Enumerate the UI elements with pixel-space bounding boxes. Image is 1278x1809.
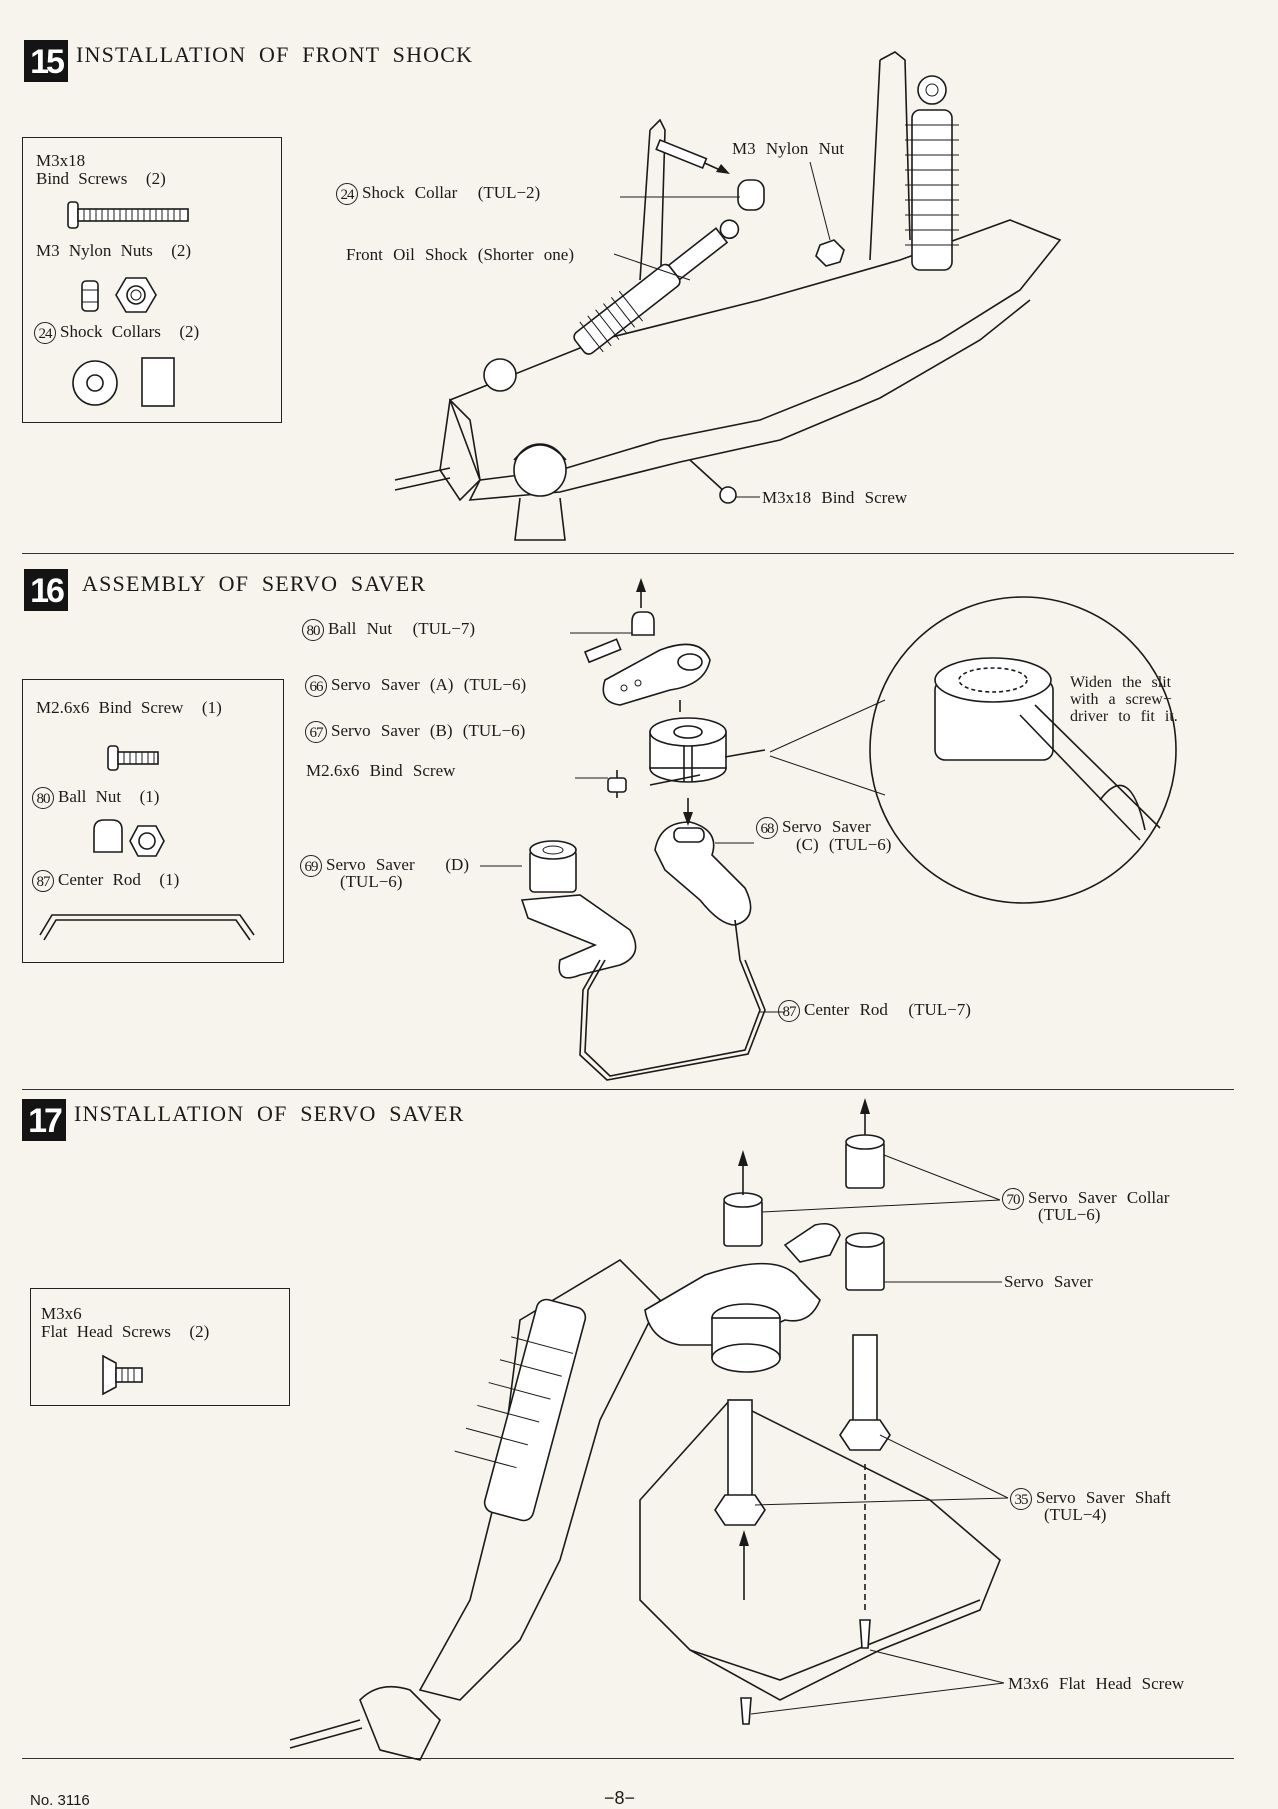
step-15-parts-box [22,137,282,423]
callout-m2-6x6-bind-screw: M2.6x6 Bind Screw [306,761,456,780]
servo-saver-assembly-drawing [480,578,1177,1081]
step-16-screw-label: M2.6x6 Bind Screw (1) [36,698,222,717]
note-widen-slit-1: Widen the slit [1070,674,1172,691]
shock-collar-icon [72,357,175,407]
servo-saver-install-drawing [289,1098,1009,1761]
callout-servo-saver-c-code: (C) (TUL−6) [796,835,892,854]
step-15-screw-desc: Bind Screws (2) [36,169,166,188]
center-rod-icon [39,914,255,941]
step-15-screw-name: M3x18 [36,151,86,170]
step-15-nut-label: M3 Nylon Nuts (2) [36,241,192,260]
step-17-screw-desc: Flat Head Screws (2) [41,1322,210,1341]
callout-m3x6-flat-head-screw: M3x6 Flat Head Screw [1008,1674,1185,1693]
divider-16-17 [22,1089,1234,1090]
m3x6-flat-head-screw-icon [102,1354,143,1396]
nylon-nut-icon [81,277,157,313]
callout-servo-saver-d-code: (TUL−6) [340,872,403,891]
step-15-title: INSTALLATION OF FRONT SHOCK [76,42,474,67]
callout-servo-saver-collar-code: (TUL−6) [1038,1205,1101,1224]
ball-nut-icon [93,819,165,857]
callout-m3x18-bind-screw: M3x18 Bind Screw [762,488,908,507]
front-shock-assembly-drawing [394,51,1062,541]
callout-m3-nylon-nut: M3 Nylon Nut [732,139,845,158]
m2-6x6-screw-icon [107,745,159,771]
step-17-screw-name: M3x6 [41,1304,82,1323]
note-widen-slit-2: with a screw− [1070,691,1172,708]
step-number-15: 15 [24,40,68,82]
step-17-title: INSTALLATION OF SERVO SAVER [74,1101,465,1126]
callout-servo-saver: Servo Saver [1004,1272,1093,1291]
step-number-16: 16 [24,569,68,611]
callout-front-oil-shock: Front Oil Shock (Shorter one) [346,245,574,264]
step-number-17: 17 [22,1099,66,1141]
note-widen-slit-3: driver to fit it. [1070,708,1178,725]
m3x18-screw-icon [67,201,189,229]
step-17-parts-box [30,1288,290,1406]
divider-footer [22,1758,1234,1759]
step-16-parts-box [22,679,284,963]
step-16-title: ASSEMBLY OF SERVO SAVER [82,571,427,596]
divider-15-16 [22,553,1234,554]
callout-servo-saver-shaft-code: (TUL−4) [1044,1505,1107,1524]
